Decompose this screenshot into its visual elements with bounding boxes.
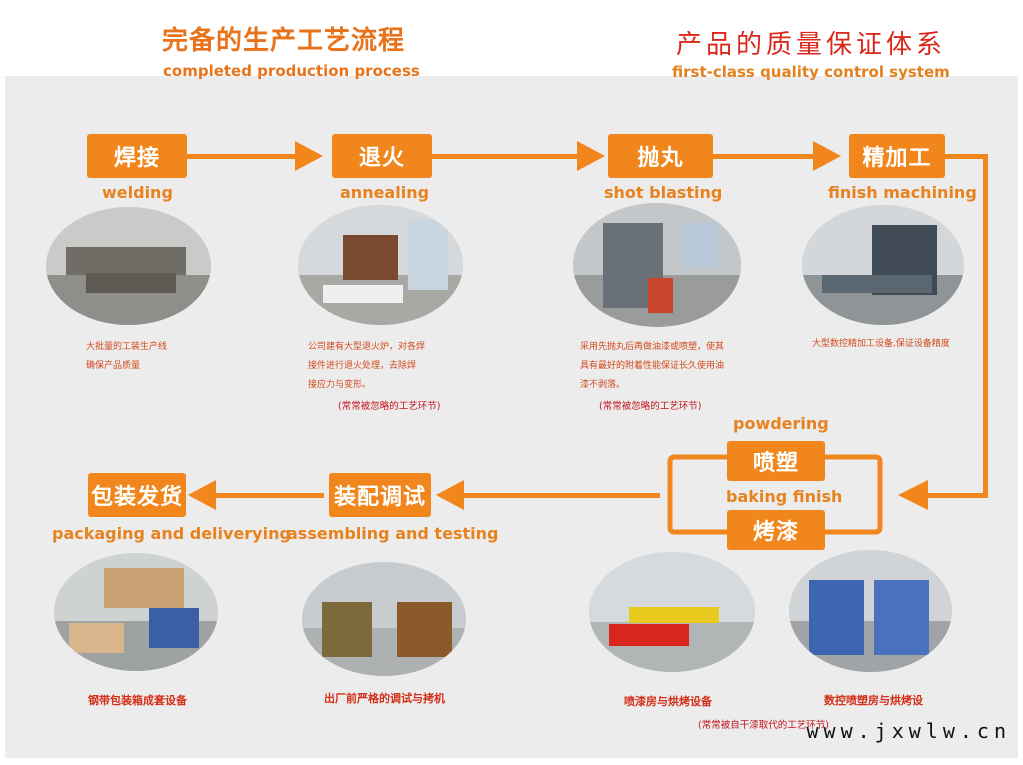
desc-line: 大批量的工装生产线 — [86, 342, 168, 352]
photo-shot-blasting — [573, 203, 741, 327]
step-label-finish-machining: finish machining — [828, 183, 977, 202]
step-box-welding: 焊接 — [87, 134, 187, 178]
desc-line: 采用先抛丸后再做油漆或喷塑，使其 — [580, 342, 725, 352]
watermark: www.jxwlw.cn — [806, 719, 1011, 743]
step-label-packaging: packaging and deliverying — [52, 524, 291, 543]
step-label-assembling: assembling and testing — [287, 524, 499, 543]
note-paint-booth: (常常被自干漆取代的工艺环节) — [698, 720, 829, 731]
box-baking: 烤漆 — [727, 510, 825, 550]
desc-line: 公司建有大型退火炉，对各焊 — [308, 342, 426, 352]
step-box-shot-blasting: 抛丸 — [608, 134, 713, 178]
photo-packaging — [54, 553, 218, 671]
photo-assembling — [302, 562, 466, 676]
step-label-annealing: annealing — [340, 183, 430, 202]
right-subtitle: first-class quality control system — [672, 63, 950, 81]
caption-assembling: 出厂前严格的调试与拷机 — [324, 692, 445, 705]
desc-finish-machining: 大型数控精加工设备,保证设备精度 — [812, 335, 950, 354]
desc-line: 接应力与变形。 — [308, 380, 372, 390]
step-box-packaging: 包装发货 — [88, 473, 186, 517]
caption-powder-booth: 数控喷塑房与烘烤设 — [824, 694, 923, 707]
note-shot-blasting: (常常被忽略的工艺环节) — [599, 401, 702, 412]
step-label-welding: welding — [102, 183, 173, 202]
photo-finish-machining — [802, 205, 964, 325]
step-box-finish-machining: 精加工 — [849, 134, 945, 178]
desc-line: 确保产品质量 — [86, 361, 141, 371]
desc-line: 具有最好的附着性能保证长久使用油 — [580, 361, 725, 371]
photo-annealing — [298, 205, 463, 325]
label-baking-finish: baking finish — [726, 487, 843, 506]
desc-annealing: 公司建有大型退火炉，对各焊 接件进行退火处理，去除焊 接应力与变形。 — [308, 338, 425, 395]
desc-line: 漆不剥落。 — [580, 380, 626, 390]
photo-paint-booth — [589, 552, 755, 672]
note-annealing: (常常被忽略的工艺环节) — [338, 401, 441, 412]
step-box-annealing: 退火 — [332, 134, 432, 178]
box-powdering: 喷塑 — [727, 441, 825, 481]
desc-line: 大型数控精加工设备,保证设备精度 — [812, 339, 950, 349]
desc-line: 接件进行退火处理，去除焊 — [308, 361, 417, 371]
caption-packaging: 钢带包装箱成套设备 — [88, 694, 187, 707]
desc-welding: 大批量的工装生产线 确保产品质量 — [86, 338, 167, 376]
left-title: 完备的生产工艺流程 — [162, 26, 406, 56]
right-title: 产品的质量保证体系 — [676, 30, 947, 60]
left-subtitle: completed production process — [163, 62, 420, 80]
label-powdering: powdering — [733, 414, 829, 433]
step-box-assembling: 装配调试 — [329, 473, 431, 517]
photo-powder-booth — [789, 550, 952, 672]
caption-paint-booth: 喷漆房与烘烤设备 — [624, 695, 712, 708]
desc-shot-blasting: 采用先抛丸后再做油漆或喷塑，使其 具有最好的附着性能保证长久使用油 漆不剥落。 — [580, 338, 724, 395]
photo-welding — [46, 207, 211, 325]
step-label-shot-blasting: shot blasting — [604, 183, 723, 202]
